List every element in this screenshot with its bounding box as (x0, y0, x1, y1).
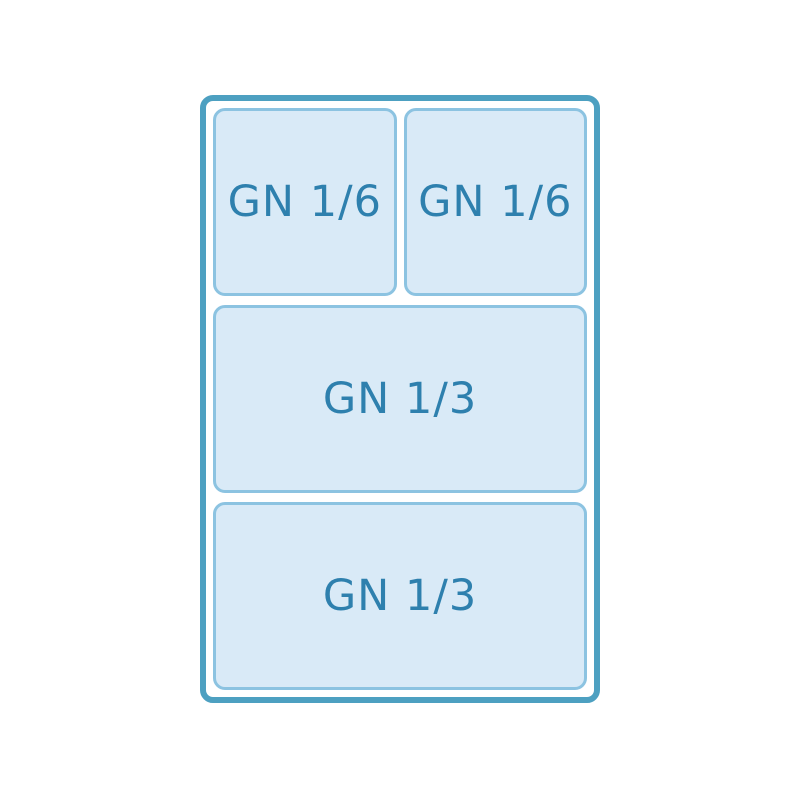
gn-pan-label: GN 1/3 (322, 570, 478, 621)
gn-pan-sixth-right: GN 1/6 (403, 108, 587, 296)
gn-pan-third-middle: GN 1/3 (213, 305, 587, 493)
gn-pan-label: GN 1/6 (418, 176, 573, 227)
gn-pan-sixth-left: GN 1/6 (213, 108, 397, 296)
gn-pan-label: GN 1/3 (322, 373, 478, 424)
gn-pan-third-bottom: GN 1/3 (213, 502, 587, 690)
gn-pan-label: GN 1/6 (227, 176, 382, 227)
gn-tray-outline: GN 1/6 GN 1/6 GN 1/3 GN 1/3 (200, 95, 600, 703)
